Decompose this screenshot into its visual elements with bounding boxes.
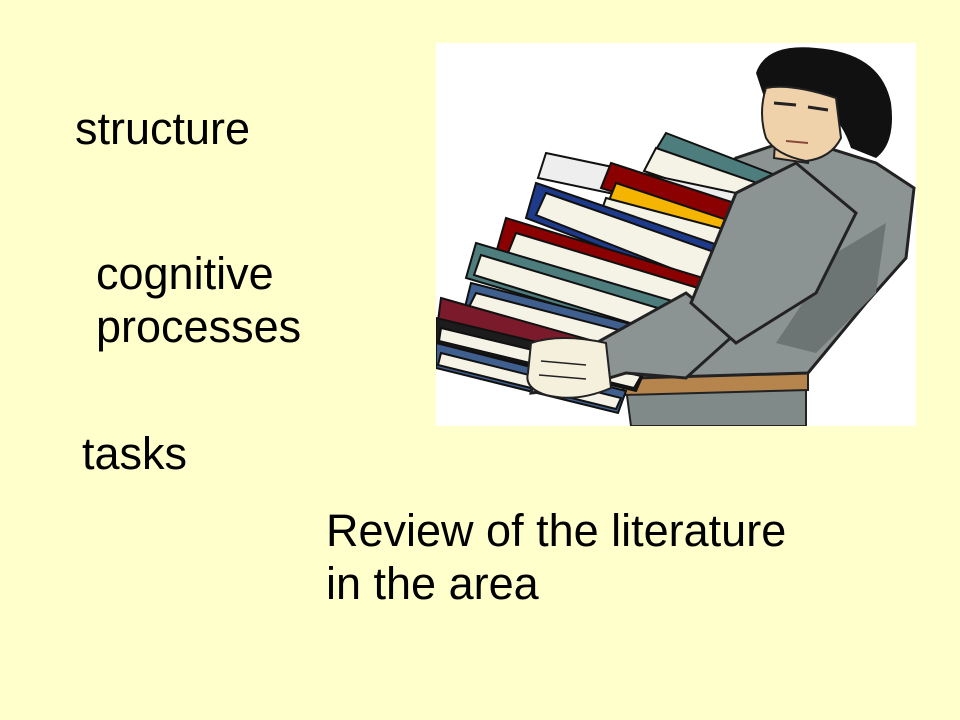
finger-lines — [538, 360, 587, 380]
hand-shape — [526, 337, 613, 399]
upper-arm-shape — [689, 161, 858, 345]
literature-review-line2: in the area — [326, 558, 539, 609]
term-tasks: tasks — [82, 428, 188, 479]
eyebrows — [773, 101, 829, 112]
term-cognitive-line1: cognitive — [96, 248, 274, 299]
sweater-shadow — [776, 223, 886, 353]
term-cognitive-processes: cognitive processes — [96, 247, 301, 353]
literature-review-note: Review of the literature in the area — [326, 504, 786, 610]
literature-review-line1: Review of the literature — [326, 505, 787, 556]
book-stack — [436, 131, 798, 415]
term-cognitive-line2: processes — [96, 301, 302, 352]
face-shape — [761, 85, 843, 163]
term-structure: structure — [75, 103, 251, 154]
mouth — [785, 140, 809, 144]
person-carrying-books-icon — [436, 47, 916, 426]
person-carrying-books-clipart — [436, 43, 916, 426]
